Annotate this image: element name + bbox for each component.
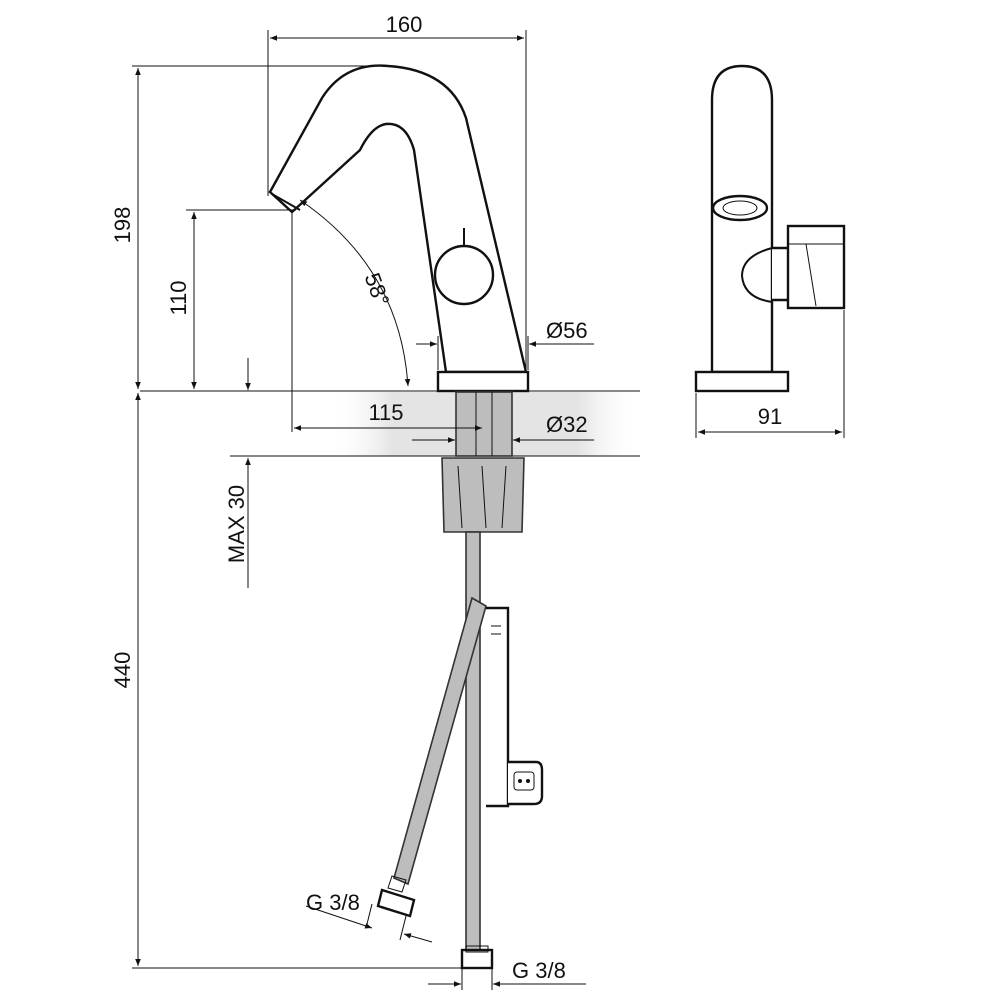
dimension-spout-reach — [291, 212, 482, 432]
label-side-depth: 91 — [758, 404, 782, 429]
label-base-diameter: Ø56 — [546, 318, 588, 343]
label-max-deck: MAX 30 — [224, 485, 249, 563]
faucet-side-view — [694, 64, 846, 393]
dimension-base-diameter — [416, 336, 594, 370]
dimension-spout-height — [186, 209, 296, 389]
label-spout-angle: 58° — [360, 270, 395, 310]
label-hose-length: 440 — [110, 652, 135, 689]
dimension-side-depth — [695, 310, 845, 438]
dimension-hose-thread-right — [428, 968, 586, 990]
label-total-width: 160 — [386, 12, 423, 37]
label-total-height: 198 — [110, 207, 135, 244]
label-hose-thread-right: G 3/8 — [512, 958, 566, 983]
dimension-spout-angle — [299, 199, 411, 387]
label-shank-diameter: Ø32 — [546, 412, 588, 437]
dimension-total-height — [132, 65, 390, 389]
label-spout-reach: 115 — [368, 400, 403, 425]
label-spout-height: 110 — [166, 280, 191, 315]
dimension-hose-length — [132, 393, 476, 969]
dimension-hose-thread-left — [305, 903, 433, 943]
label-hose-thread-left: G 3/8 — [306, 890, 360, 915]
faucet-front-view — [268, 64, 544, 970]
dimension-total-width — [267, 30, 527, 370]
